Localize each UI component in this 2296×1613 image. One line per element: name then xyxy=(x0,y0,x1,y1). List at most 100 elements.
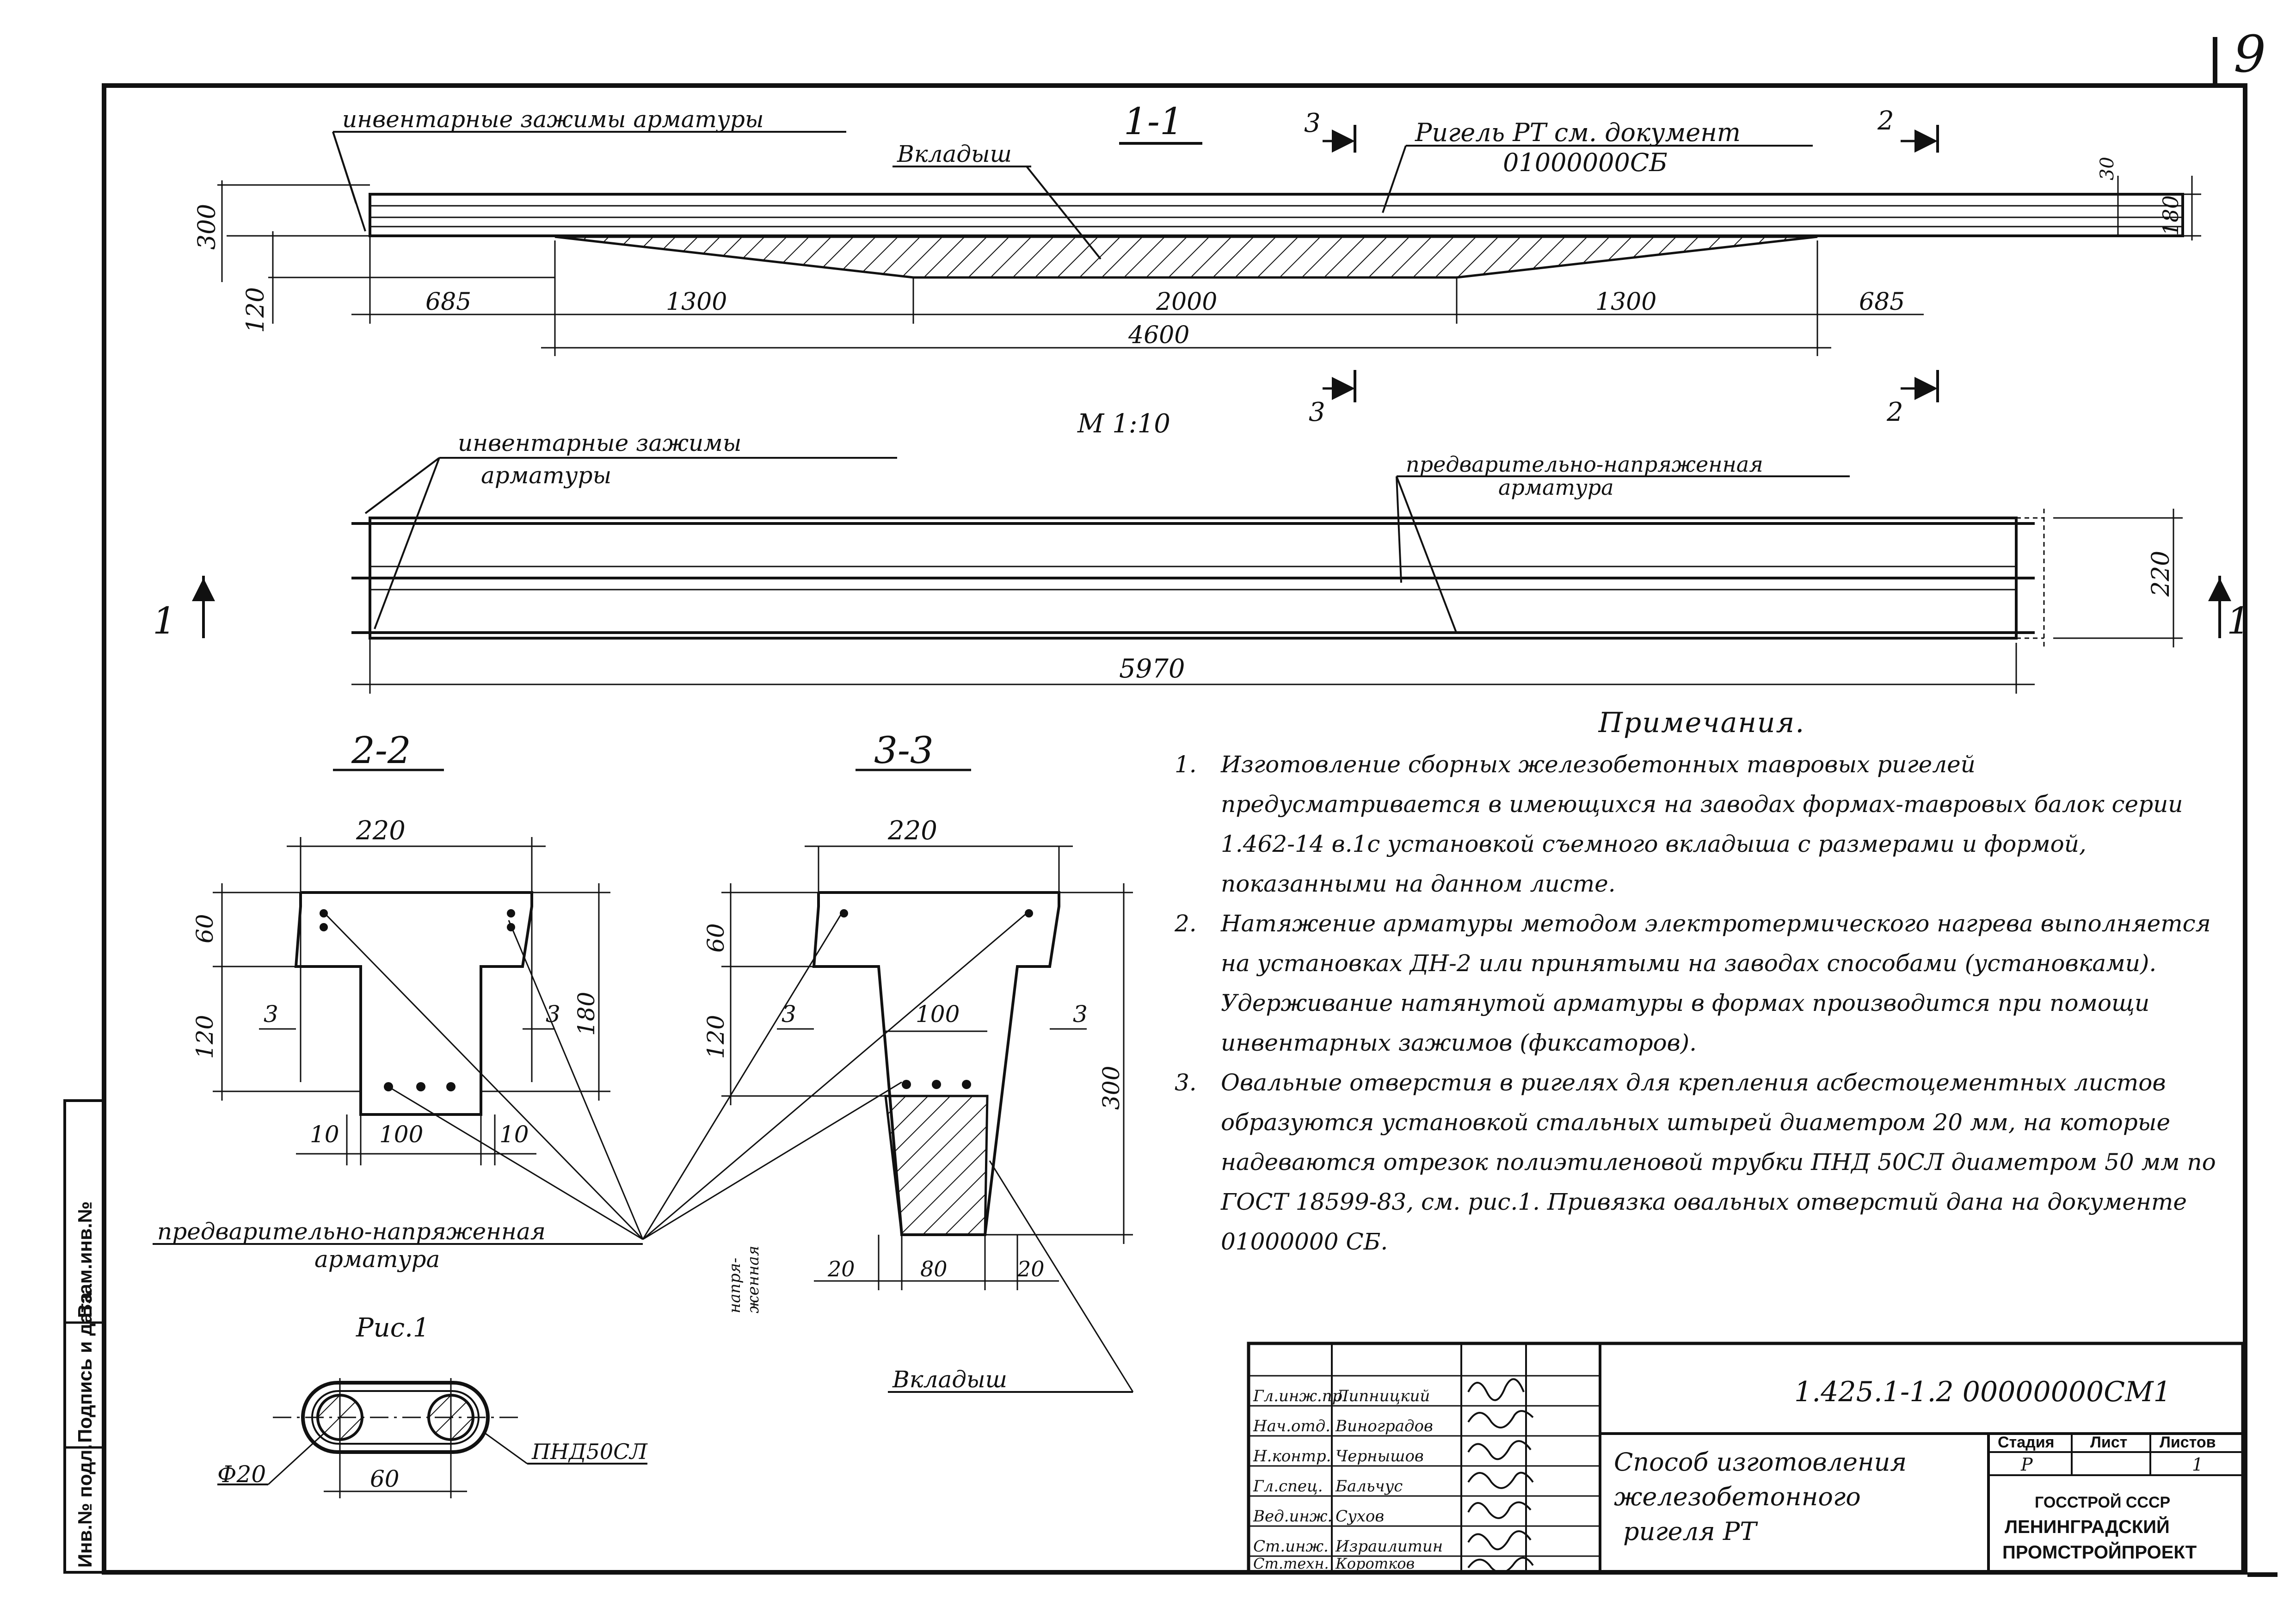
stamp-sheet-hdr: Лист xyxy=(2090,1434,2127,1451)
note-item: 3. Овальные отверстия в ригелях для креп… xyxy=(1175,1063,2229,1262)
dim-1300-left: 1300 xyxy=(666,288,727,316)
s33-gap-right: 3 xyxy=(1073,1001,1088,1028)
dim-4600: 4600 xyxy=(1128,321,1189,349)
s22-prestressed-line1: предварительно-напряженная xyxy=(157,1218,546,1245)
stamp-title-line2: железобетонного xyxy=(1614,1482,1861,1511)
s33-vert-line2: женная xyxy=(744,1246,763,1313)
stamp-sheets-val: 1 xyxy=(2192,1454,2203,1475)
s33-dim-100: 100 xyxy=(916,1001,960,1028)
s33-dim-300: 300 xyxy=(1098,1066,1125,1110)
plan-cut-1-left: 1 xyxy=(153,599,176,642)
s22-gap-left: 3 xyxy=(264,1001,278,1028)
stamp-role-4: Вед.инж. xyxy=(1253,1507,1332,1526)
stamp-title-line1: Способ изготовления xyxy=(1614,1447,1907,1477)
section-2-2-label: 2-2 xyxy=(351,729,411,772)
stamp-sheets-hdr: Листов xyxy=(2160,1434,2216,1451)
section-1-1-inserts-label: Вкладыш xyxy=(897,141,1012,167)
s22-dim-60: 60 xyxy=(191,914,218,943)
plan-clamps-line2: арматуры xyxy=(481,462,611,489)
dim-685-left: 685 xyxy=(425,288,471,316)
stamp-name-1: Виноградов xyxy=(1335,1417,1433,1435)
s22-dim-120: 120 xyxy=(191,1015,218,1059)
note-text: Натяжение арматуры методом электротермич… xyxy=(1221,910,2211,1056)
side-stamp-inv: Инв.№ подл. xyxy=(74,1444,96,1568)
dim-30-v: 30 xyxy=(2097,157,2118,180)
note-item: 1. Изготовление сборных железобетонных т… xyxy=(1175,745,2229,904)
s33-vert-line1: напря- xyxy=(726,1258,744,1313)
scale-label: М 1:10 xyxy=(1077,409,1170,439)
dim-300-v: 300 xyxy=(193,204,221,250)
s33-dim-60: 60 xyxy=(702,923,729,953)
stamp-name-0: Липницкий xyxy=(1335,1387,1430,1405)
cut-3-top: 3 xyxy=(1304,108,1321,138)
plan-dim-5970: 5970 xyxy=(1119,654,1185,684)
stamp-role-2: Н.контр. xyxy=(1253,1447,1331,1465)
s22-dim-10-right: 10 xyxy=(499,1121,529,1148)
notes-title: Примечания. xyxy=(1598,707,1805,739)
s33-dim-220: 220 xyxy=(887,816,937,846)
plan-prestressed-line2: арматура xyxy=(1498,475,1614,500)
side-stamp: Инв.№ подл. Подпись и дата Взам.инв.№ xyxy=(63,1099,105,1574)
plan-view: инвентарные зажимы арматуры предваритель… xyxy=(153,430,2250,694)
stamp-name-2: Чернышов xyxy=(1336,1447,1424,1465)
dim-685-right: 685 xyxy=(1859,288,1905,316)
note-item: 2. Натяжение арматуры методом электротер… xyxy=(1175,904,2229,1063)
dim-180-v: 180 xyxy=(2158,195,2183,236)
page-number: 9 xyxy=(2234,25,2266,84)
section-3-3: 3-3 220 60 120 300 3 3 100 20 80 xyxy=(702,729,1134,1393)
note-text: Изготовление сборных железобетонных тавр… xyxy=(1221,751,2183,897)
stamp-role-5: Ст.инж. xyxy=(1253,1537,1329,1556)
plan-cut-1-right: 1 xyxy=(2227,599,2250,642)
s22-dim-180: 180 xyxy=(573,992,600,1036)
s22-dim-10-left: 10 xyxy=(310,1121,339,1148)
s22-prestressed-line2: арматура xyxy=(314,1246,440,1273)
section-1-1: 1-1 инвентарные зажимы арматуры Вкладыш … xyxy=(193,100,2201,439)
stamp-org-line2: ЛЕНИНГРАДСКИЙ xyxy=(2005,1516,2170,1537)
stamp-stage-hdr: Стадия xyxy=(1998,1434,2054,1451)
section-1-1-ref-line2: 01000000СБ xyxy=(1503,148,1668,177)
stamp-role-1: Нач.отд. xyxy=(1253,1417,1330,1435)
fig1-title: Рис.1 xyxy=(356,1313,430,1343)
fig1-dim-60: 60 xyxy=(370,1465,400,1492)
stamp-org-line3: ПРОМСТРОЙПРОЕКТ xyxy=(2002,1541,2197,1563)
fig-1: Рис.1 60 Ф20 ПНД50СЛ xyxy=(217,1313,648,1498)
stamp-role-3: Гл.спец. xyxy=(1253,1477,1323,1496)
stamp-title-line3: ригеля РТ xyxy=(1623,1517,1758,1546)
title-block: Гл.инж.пр. Нач.отд. Н.контр. Гл.спец. Ве… xyxy=(1247,1342,2245,1574)
note-text: Овальные отверстия в ригелях для креплен… xyxy=(1221,1069,2216,1255)
side-stamp-sign: Подпись и дата xyxy=(74,1292,96,1443)
plan-clamps-line1: инвентарные зажимы xyxy=(458,430,741,456)
stamp-name-5: Израилитин xyxy=(1335,1537,1443,1556)
stamp-name-6: Коротков xyxy=(1335,1555,1415,1572)
s33-gap-left: 3 xyxy=(782,1001,796,1028)
dim-1300-right: 1300 xyxy=(1595,288,1656,316)
side-stamp-vzam: Взам.инв.№ xyxy=(74,1201,96,1318)
s33-dim-120: 120 xyxy=(702,1015,729,1059)
note-number: 2. xyxy=(1175,910,1197,937)
plan-prestressed-line1: предварительно-напряженная xyxy=(1406,452,1763,477)
stamp-role-0: Гл.инж.пр. xyxy=(1253,1387,1347,1405)
s22-dim-220: 220 xyxy=(356,816,406,846)
sheet-border xyxy=(102,37,2278,1577)
stamp-org-line1: ГОССТРОЙ СССР xyxy=(2035,1493,2170,1511)
section-1-1-ref-line1: Ригель РТ см. документ xyxy=(1415,118,1741,147)
note-number: 1. xyxy=(1175,751,1197,778)
dim-120-v: 120 xyxy=(242,287,270,333)
s33-dim-20-right: 20 xyxy=(1017,1256,1045,1281)
stamp-name-3: Бальчус xyxy=(1335,1477,1403,1496)
fig1-pipe: ПНД50СЛ xyxy=(531,1439,648,1464)
dim-2000: 2000 xyxy=(1156,288,1217,316)
notes: Примечания. 1. Изготовление сборных желе… xyxy=(1175,703,2229,1262)
section-1-1-clamps-label: инвентарные зажимы арматуры xyxy=(342,106,764,133)
fig1-dia: Ф20 xyxy=(217,1461,266,1488)
section-2-2: 2-2 220 60 120 180 3 3 10 10 xyxy=(153,729,1027,1273)
s33-dim-80: 80 xyxy=(920,1256,948,1281)
cut-2-top: 2 xyxy=(1877,106,1894,136)
signatures xyxy=(1467,1378,1534,1574)
cut-2-bottom: 2 xyxy=(1886,397,1903,427)
s22-dim-100: 100 xyxy=(379,1121,423,1148)
stamp-stage-val: Р xyxy=(2020,1454,2033,1475)
stamp-role-6: Ст.техн. xyxy=(1253,1555,1329,1572)
section-3-3-label: 3-3 xyxy=(874,729,934,772)
